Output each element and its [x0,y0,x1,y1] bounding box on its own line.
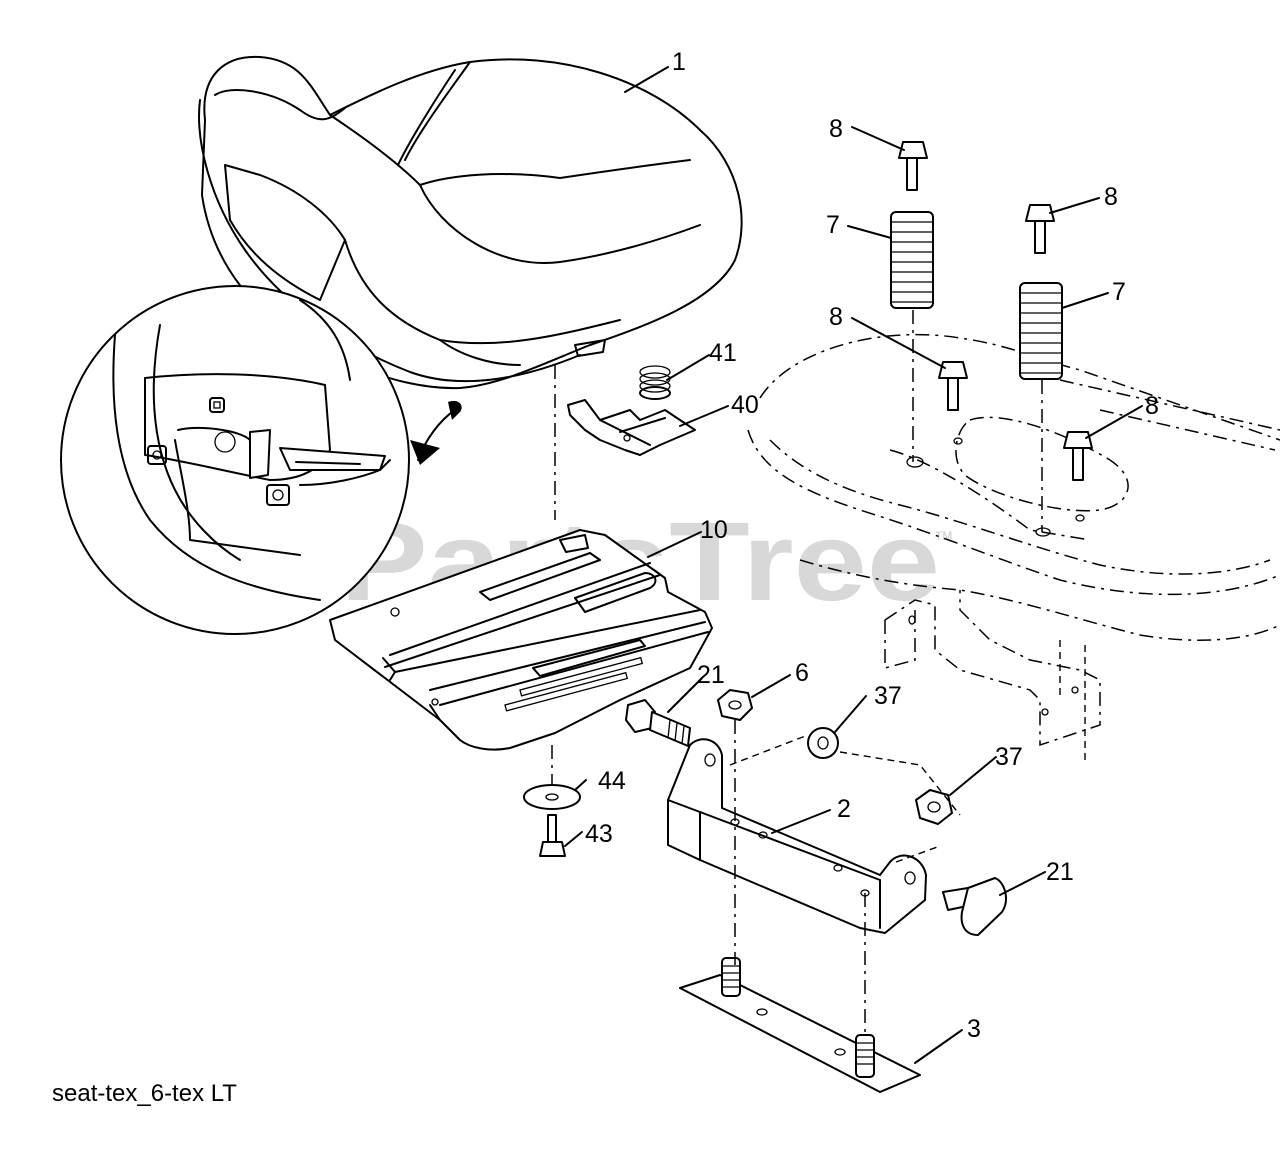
small-spring [639,365,671,400]
bushing-upper [807,727,839,759]
callout-bolt-top-right: 8 [1104,183,1118,211]
bolt-mid-left [938,361,968,411]
callout-nut: 6 [795,659,809,687]
callout-seat: 1 [672,48,686,76]
pivot-bracket [667,738,927,934]
washer [523,784,581,810]
frame-outline [747,333,1280,760]
stud-plate [679,957,921,1093]
callout-screw: 43 [585,820,613,848]
adjustment-slots [504,656,644,712]
diagram-caption: seat-tex_6-tex LT [52,1080,237,1107]
callout-spring-right: 7 [1112,278,1126,306]
leader-lines [564,66,1143,1064]
spring-right [1019,282,1063,380]
callout-seat-pan: 10 [700,516,728,544]
callout-shoulder-bolt-left: 21 [697,661,725,689]
callout-stud-plate: 3 [967,1015,981,1043]
bolt-top-left [898,141,928,191]
callout-latch-clip: 40 [731,391,759,419]
callout-washer: 44 [598,767,626,795]
shoulder-bolt-right [942,877,1007,936]
bolt-mid-right [1063,431,1093,481]
screw [539,814,566,857]
latch-clip [567,399,696,456]
bolt-top-right [1025,204,1055,254]
callout-small-spring: 41 [709,339,737,367]
callout-bushing-lower: 37 [995,743,1023,771]
callout-bolt-mid-left: 8 [829,303,843,331]
nut [717,689,753,721]
detail-magnifier [60,285,462,635]
callouts: 1 8 8 8 8 7 7 41 40 10 21 21 6 37 37 2 4… [585,48,1159,1043]
assembly-lines [551,310,1043,1035]
callout-shoulder-bolt-right: 21 [1046,858,1074,886]
bushing-lower [915,789,953,825]
callout-spring-left: 7 [826,211,840,239]
callout-bolt-top-left: 8 [829,115,843,143]
seat-pan [329,529,713,751]
shoulder-bolt-left [625,699,691,747]
callout-pivot-bracket: 2 [837,795,851,823]
callout-bolt-mid-right: 8 [1145,392,1159,420]
spring-left [890,211,934,309]
callout-bushing-upper: 37 [874,682,902,710]
